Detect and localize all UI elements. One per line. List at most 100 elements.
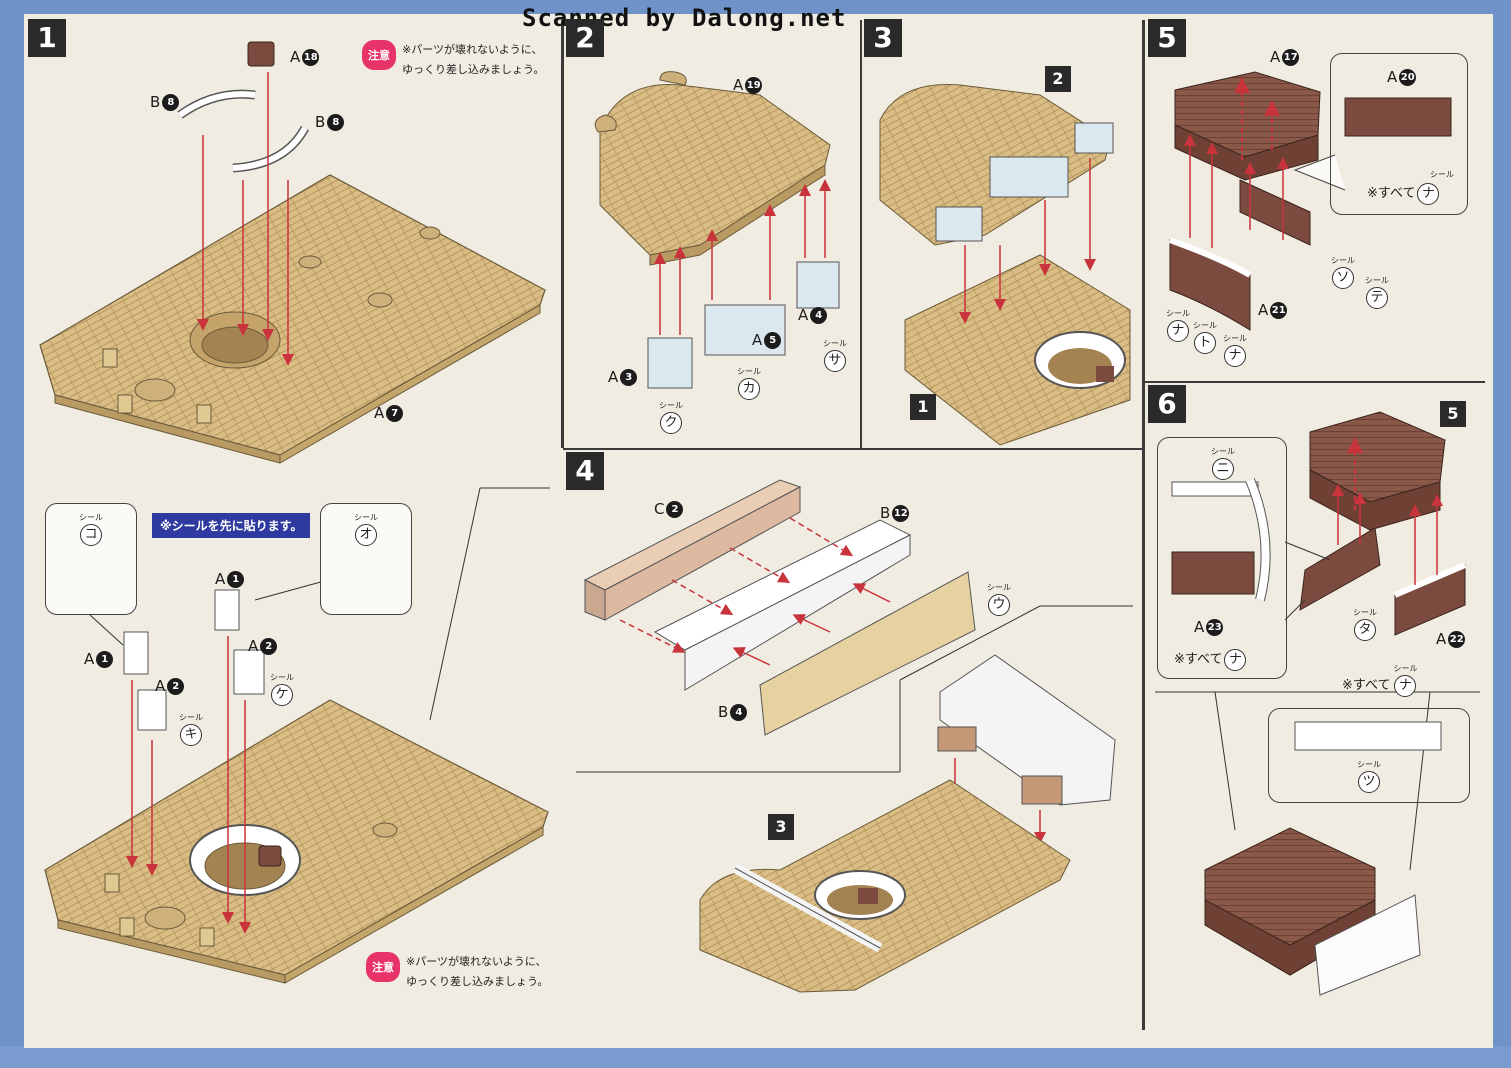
part-number: 12 (892, 505, 910, 522)
all-prefix: ※すべて (1367, 186, 1416, 201)
step5-parts (1168, 71, 1321, 331)
part-letter: C (654, 500, 665, 518)
seal-u: シールウ (984, 582, 1014, 616)
seal-kana: ケ (271, 684, 293, 706)
part-number: 2 (666, 501, 684, 518)
step1-deck (39, 174, 546, 464)
all-prefix: ※すべて (1342, 678, 1391, 693)
caution-line-2: ゆっくり差し込みましょう。 (406, 975, 549, 988)
step4-deck (699, 779, 1071, 993)
step-number-1: 1 (28, 19, 66, 57)
part-number: 19 (745, 77, 763, 94)
part-number: 4 (730, 704, 748, 721)
seal-kana: ニ (1212, 458, 1234, 480)
part-number: 8 (327, 114, 345, 131)
seal-tsu: シールツ (1354, 759, 1384, 793)
part-number: 4 (810, 307, 828, 324)
seal-o: シールオ (351, 512, 381, 546)
part-number: 17 (1282, 49, 1300, 66)
part-number: 20 (1399, 69, 1417, 86)
seal-ni: シールニ (1208, 446, 1238, 480)
seal-caption: シール (1365, 276, 1389, 285)
seal-kana: カ (738, 378, 760, 400)
seal-kana: ウ (988, 594, 1010, 616)
part-letter: A (248, 637, 259, 655)
seal-caption: シール (1193, 321, 1217, 330)
step6-parts (1299, 411, 1467, 636)
part-number: 3 (620, 369, 638, 386)
step-number-5: 5 (1148, 19, 1186, 57)
part-letter: A (752, 331, 763, 349)
seal-caption: シール (354, 513, 378, 522)
part-letter: B (718, 703, 729, 721)
step6-ref-5: 5 (1440, 401, 1466, 427)
seal-kana: テ (1366, 287, 1388, 309)
seal-kana: ナ (1224, 649, 1247, 671)
seal-caption: シール (1211, 447, 1235, 456)
step-number-3: 3 (864, 19, 902, 57)
part-number: 1 (96, 651, 114, 668)
part-letter: A (798, 306, 809, 324)
seal-caption: シール (1223, 334, 1247, 343)
divider-h1 (563, 448, 1143, 450)
step3-ref-2: 2 (1045, 66, 1071, 92)
divider-v1 (561, 20, 564, 448)
seal-kana: タ (1354, 619, 1376, 641)
seal-caption: シール (1353, 608, 1377, 617)
seal-kana: ソ (1332, 267, 1354, 289)
all-seal-note: ※すべてナ (1174, 648, 1248, 671)
seal-first-banner: ※シールを先に貼ります。 (152, 513, 311, 538)
seal-so: シールソ (1328, 255, 1358, 289)
part-number: 8 (162, 94, 180, 111)
step4-ref-3: 3 (768, 814, 794, 840)
seal-te: シールテ (1362, 275, 1392, 309)
seal-caption: シール (987, 583, 1011, 592)
seal-kana: ナ (1167, 320, 1189, 342)
part-letter: A (1387, 68, 1398, 86)
part-letter: B (150, 93, 161, 111)
seal-caption: シール (823, 339, 847, 348)
caution-line-1: ※パーツが壊れないように、 (402, 43, 543, 56)
seal-na-2: シールナ (1220, 333, 1250, 367)
caution-badge: 注意 (366, 952, 400, 982)
seal-ko: シールコ (76, 512, 106, 546)
part-number: 2 (260, 638, 278, 655)
seal-caption: シール (79, 513, 103, 522)
step6-seal-tsu-callout: シールツ (1268, 708, 1470, 803)
part-letter: A (155, 677, 166, 695)
all-prefix: ※すべて (1174, 652, 1223, 667)
part-letter: A (84, 650, 95, 668)
seal-to: シールト (1190, 320, 1220, 354)
seal-ki: シールキ (176, 712, 206, 746)
part-number: 21 (1270, 302, 1288, 319)
seal-kana: ト (1194, 332, 1216, 354)
step3-ref-1: 1 (910, 394, 936, 420)
step2-deck (594, 71, 831, 266)
part-number: 18 (302, 49, 320, 66)
part-letter: A (608, 368, 619, 386)
seal-caption: シール (179, 713, 203, 722)
seal-ka: シールカ (734, 366, 764, 400)
seal-sa: シールサ (820, 338, 850, 372)
step4-parts (583, 479, 976, 736)
seal-ta: シールタ (1350, 607, 1380, 641)
seal-ke: シールケ (267, 672, 297, 706)
part-letter: A (1436, 630, 1447, 648)
seal-kana: ク (660, 412, 682, 434)
